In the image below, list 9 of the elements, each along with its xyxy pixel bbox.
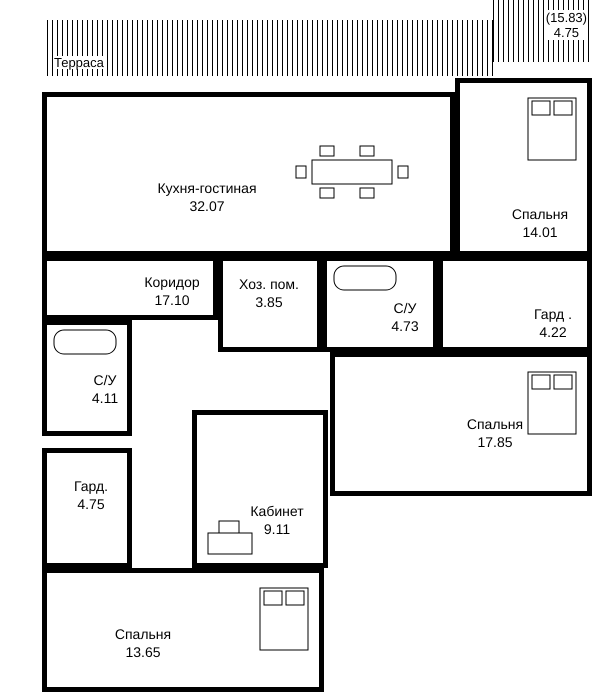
room [42,568,324,692]
room [192,410,328,568]
room [42,448,132,568]
room [42,320,132,436]
terrace [47,0,592,78]
area-label: (15.83) [546,10,587,25]
room-label: Терраса [53,56,105,69]
area-label: 4.75 [554,25,580,40]
room [330,352,592,496]
